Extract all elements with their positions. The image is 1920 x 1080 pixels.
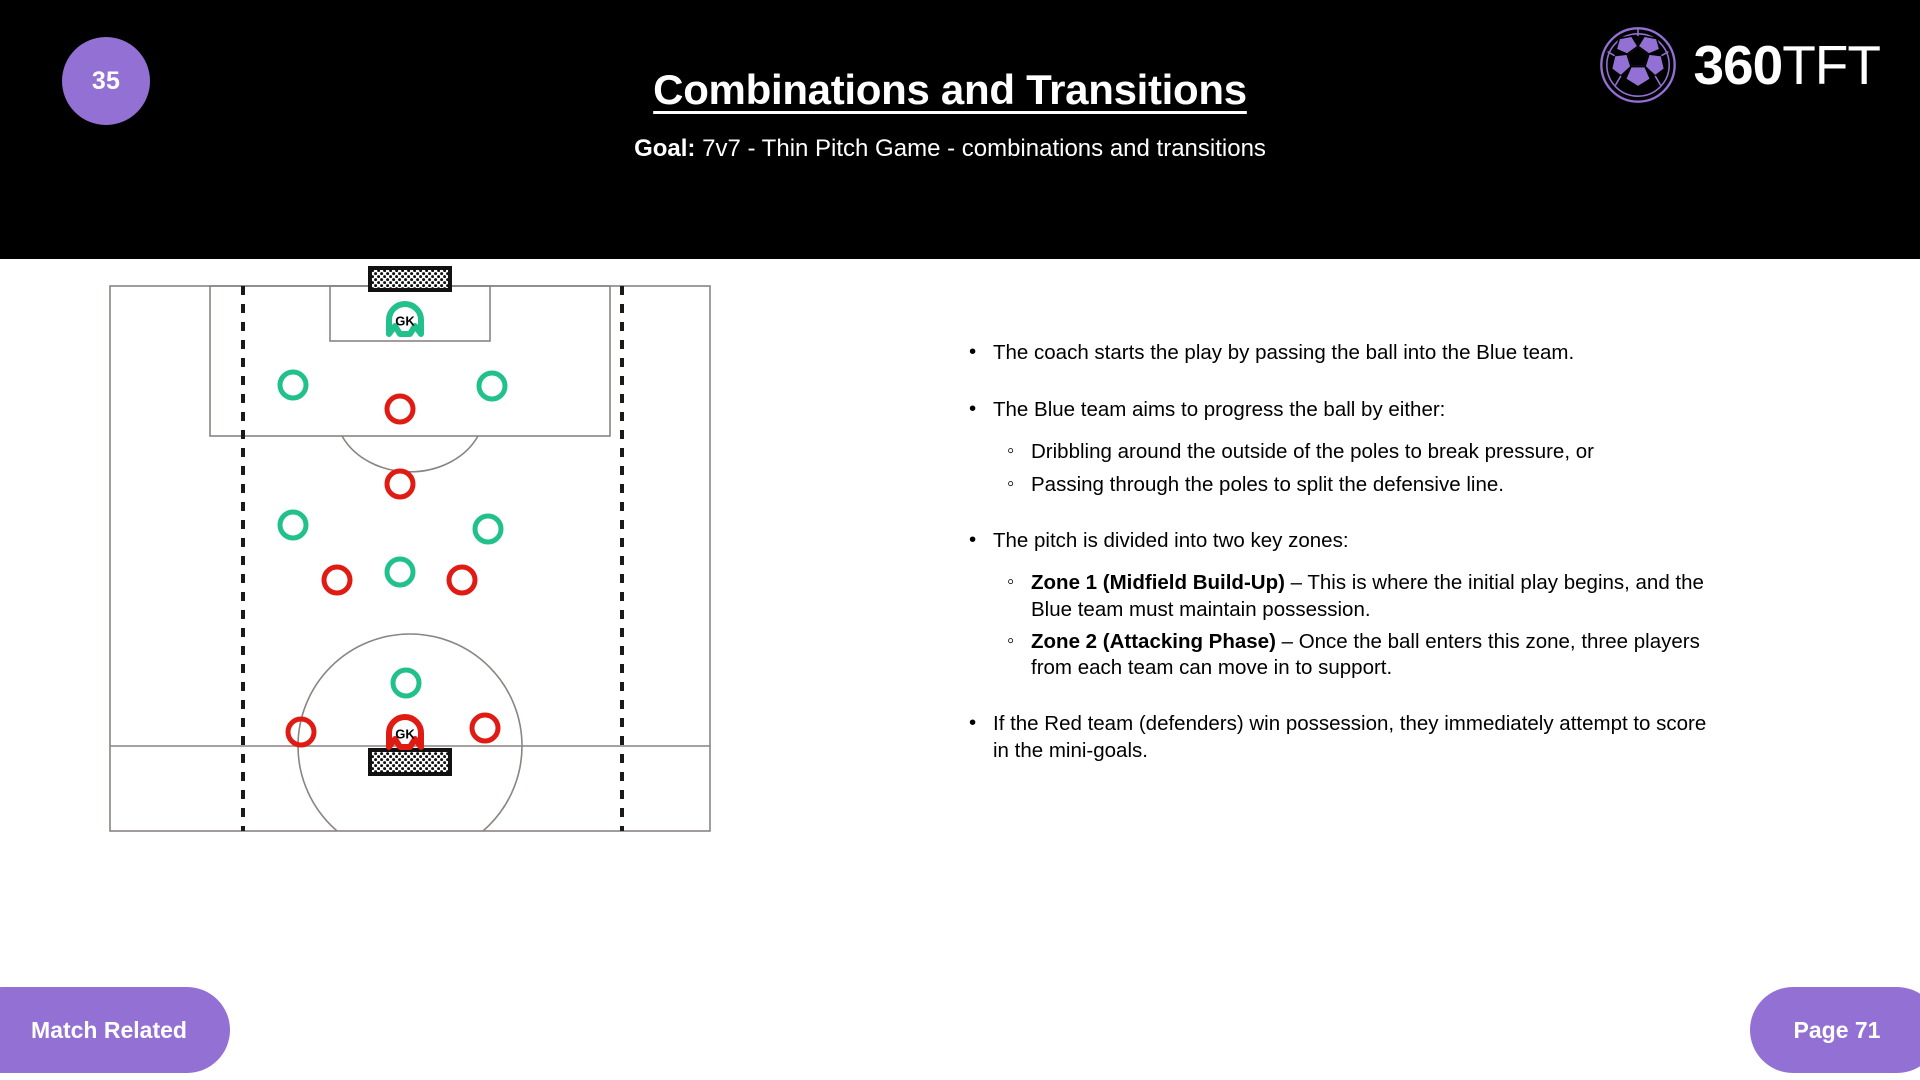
brand-wordmark: 360TFT (1693, 37, 1881, 93)
sub-passing: Passing through the poles to split the d… (965, 471, 1725, 498)
sublist-zones: Zone 1 (Midfield Build-Up) – This is whe… (965, 569, 1725, 681)
goalkeeper-green-top: GK (386, 301, 424, 337)
player-red (446, 564, 478, 596)
title-block: Combinations and Transitions Goal: 7v7 -… (330, 66, 1570, 164)
category-label: Match Related (31, 1016, 187, 1043)
page-title: Combinations and Transitions (653, 66, 1247, 113)
slide-header: 35 Combinations and Transitions Goal: 7v… (0, 0, 1920, 259)
player-red (384, 468, 416, 500)
zone-divider-lines (241, 286, 624, 831)
mini-goal-bottom (368, 748, 452, 776)
player-red (469, 712, 501, 744)
mini-goal-top (368, 266, 452, 292)
player-red (321, 564, 353, 596)
sub-zone-1-label: Zone 1 (Midfield Build-Up) (1031, 571, 1285, 595)
player-green (384, 556, 416, 588)
bullet-progress-ball: The Blue team aims to progress the ball … (965, 396, 1725, 424)
pitch-diagram-container: GK GK (109, 266, 830, 968)
goal-text: 7v7 - Thin Pitch Game - combinations and… (695, 135, 1266, 163)
player-green (390, 667, 422, 699)
page-label: Page 71 (1793, 1016, 1881, 1043)
soccer-ball-icon (1600, 27, 1677, 103)
brand-tft: TFT (1782, 33, 1881, 96)
football-pitch-diagram: GK GK (109, 266, 711, 832)
player-green (277, 509, 309, 541)
sub-zone-1-text: – This is where the initial play begins,… (1031, 571, 1704, 621)
slide-number-badge: 35 (62, 37, 150, 125)
player-green (476, 370, 508, 402)
sub-zone-2: Zone 2 (Attacking Phase) – Once the ball… (965, 628, 1725, 681)
player-markers (277, 369, 508, 748)
goal-subtitle: Goal: 7v7 - Thin Pitch Game - combinatio… (330, 135, 1570, 164)
sub-zone-2-label: Zone 2 (Attacking Phase) (1031, 629, 1276, 653)
player-red (285, 716, 317, 748)
slide-number-text: 35 (91, 66, 121, 95)
instructions-list: The coach starts the play by passing the… (965, 339, 1725, 795)
sub-zone-2-text: – Once the ball enters this zone, three … (1031, 629, 1700, 680)
brand-360: 360 (1693, 33, 1783, 96)
page-badge: Page 71 (1750, 987, 1920, 1073)
player-red (384, 393, 416, 425)
bullet-red-team-transition: If the Red team (defenders) win possessi… (965, 710, 1725, 764)
bullet-two-zones: The pitch is divided into two key zones: (965, 527, 1725, 555)
sublist-progress-options: Dribbling around the outside of the pole… (965, 438, 1725, 498)
player-green (472, 513, 504, 545)
brand-logo: 360TFT (1599, 26, 1881, 104)
gk-label-bottom: GK (395, 726, 415, 741)
goalkeeper-red-bottom: GK (386, 714, 424, 750)
sub-dribbling: Dribbling around the outside of the pole… (965, 438, 1725, 465)
gk-label-top: GK (395, 313, 415, 328)
sub-zone-1: Zone 1 (Midfield Build-Up) – This is whe… (965, 569, 1725, 622)
player-green (277, 369, 309, 401)
category-badge: Match Related (0, 987, 230, 1073)
goal-label: Goal: (634, 135, 696, 163)
bullet-coach-starts: The coach starts the play by passing the… (965, 339, 1725, 367)
